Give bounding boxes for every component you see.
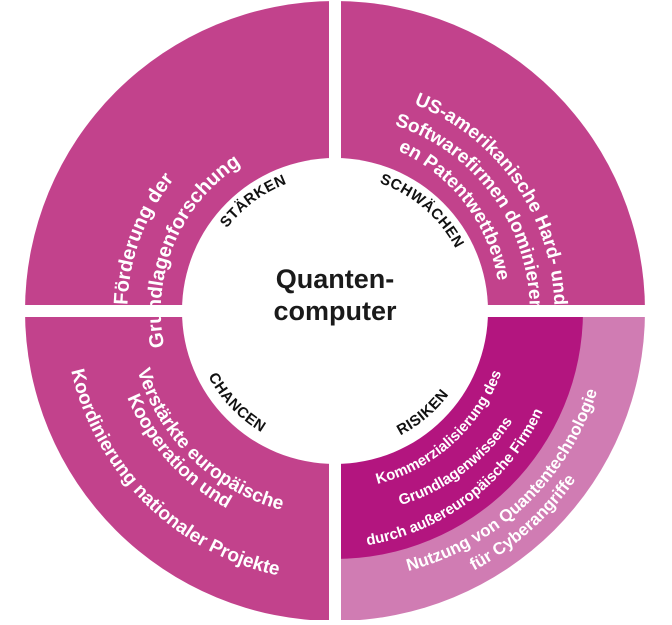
center-circle: [182, 158, 488, 464]
center-title-line2: computer: [273, 296, 397, 326]
center-title-line1: Quanten-: [276, 264, 395, 294]
